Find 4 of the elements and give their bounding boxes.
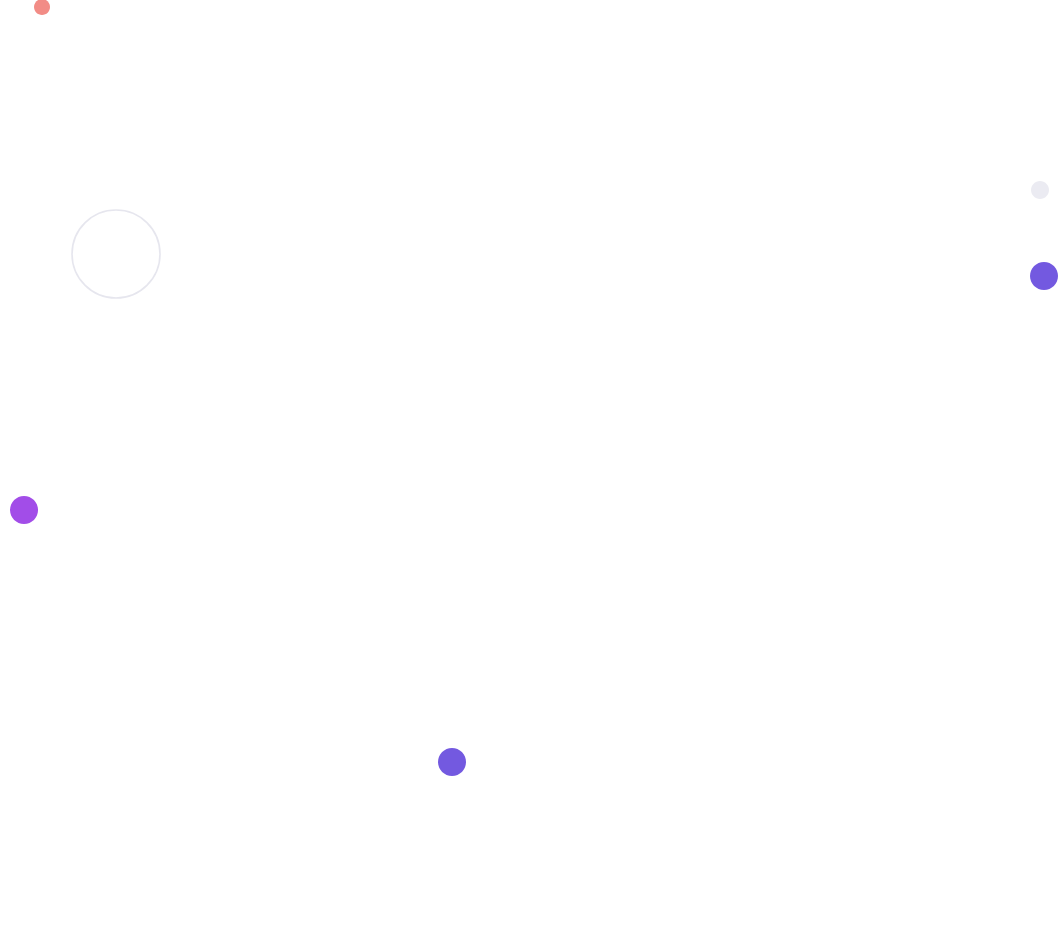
dot	[1030, 262, 1058, 290]
dot	[10, 496, 38, 524]
dot	[71, 209, 161, 299]
dot	[438, 748, 466, 776]
